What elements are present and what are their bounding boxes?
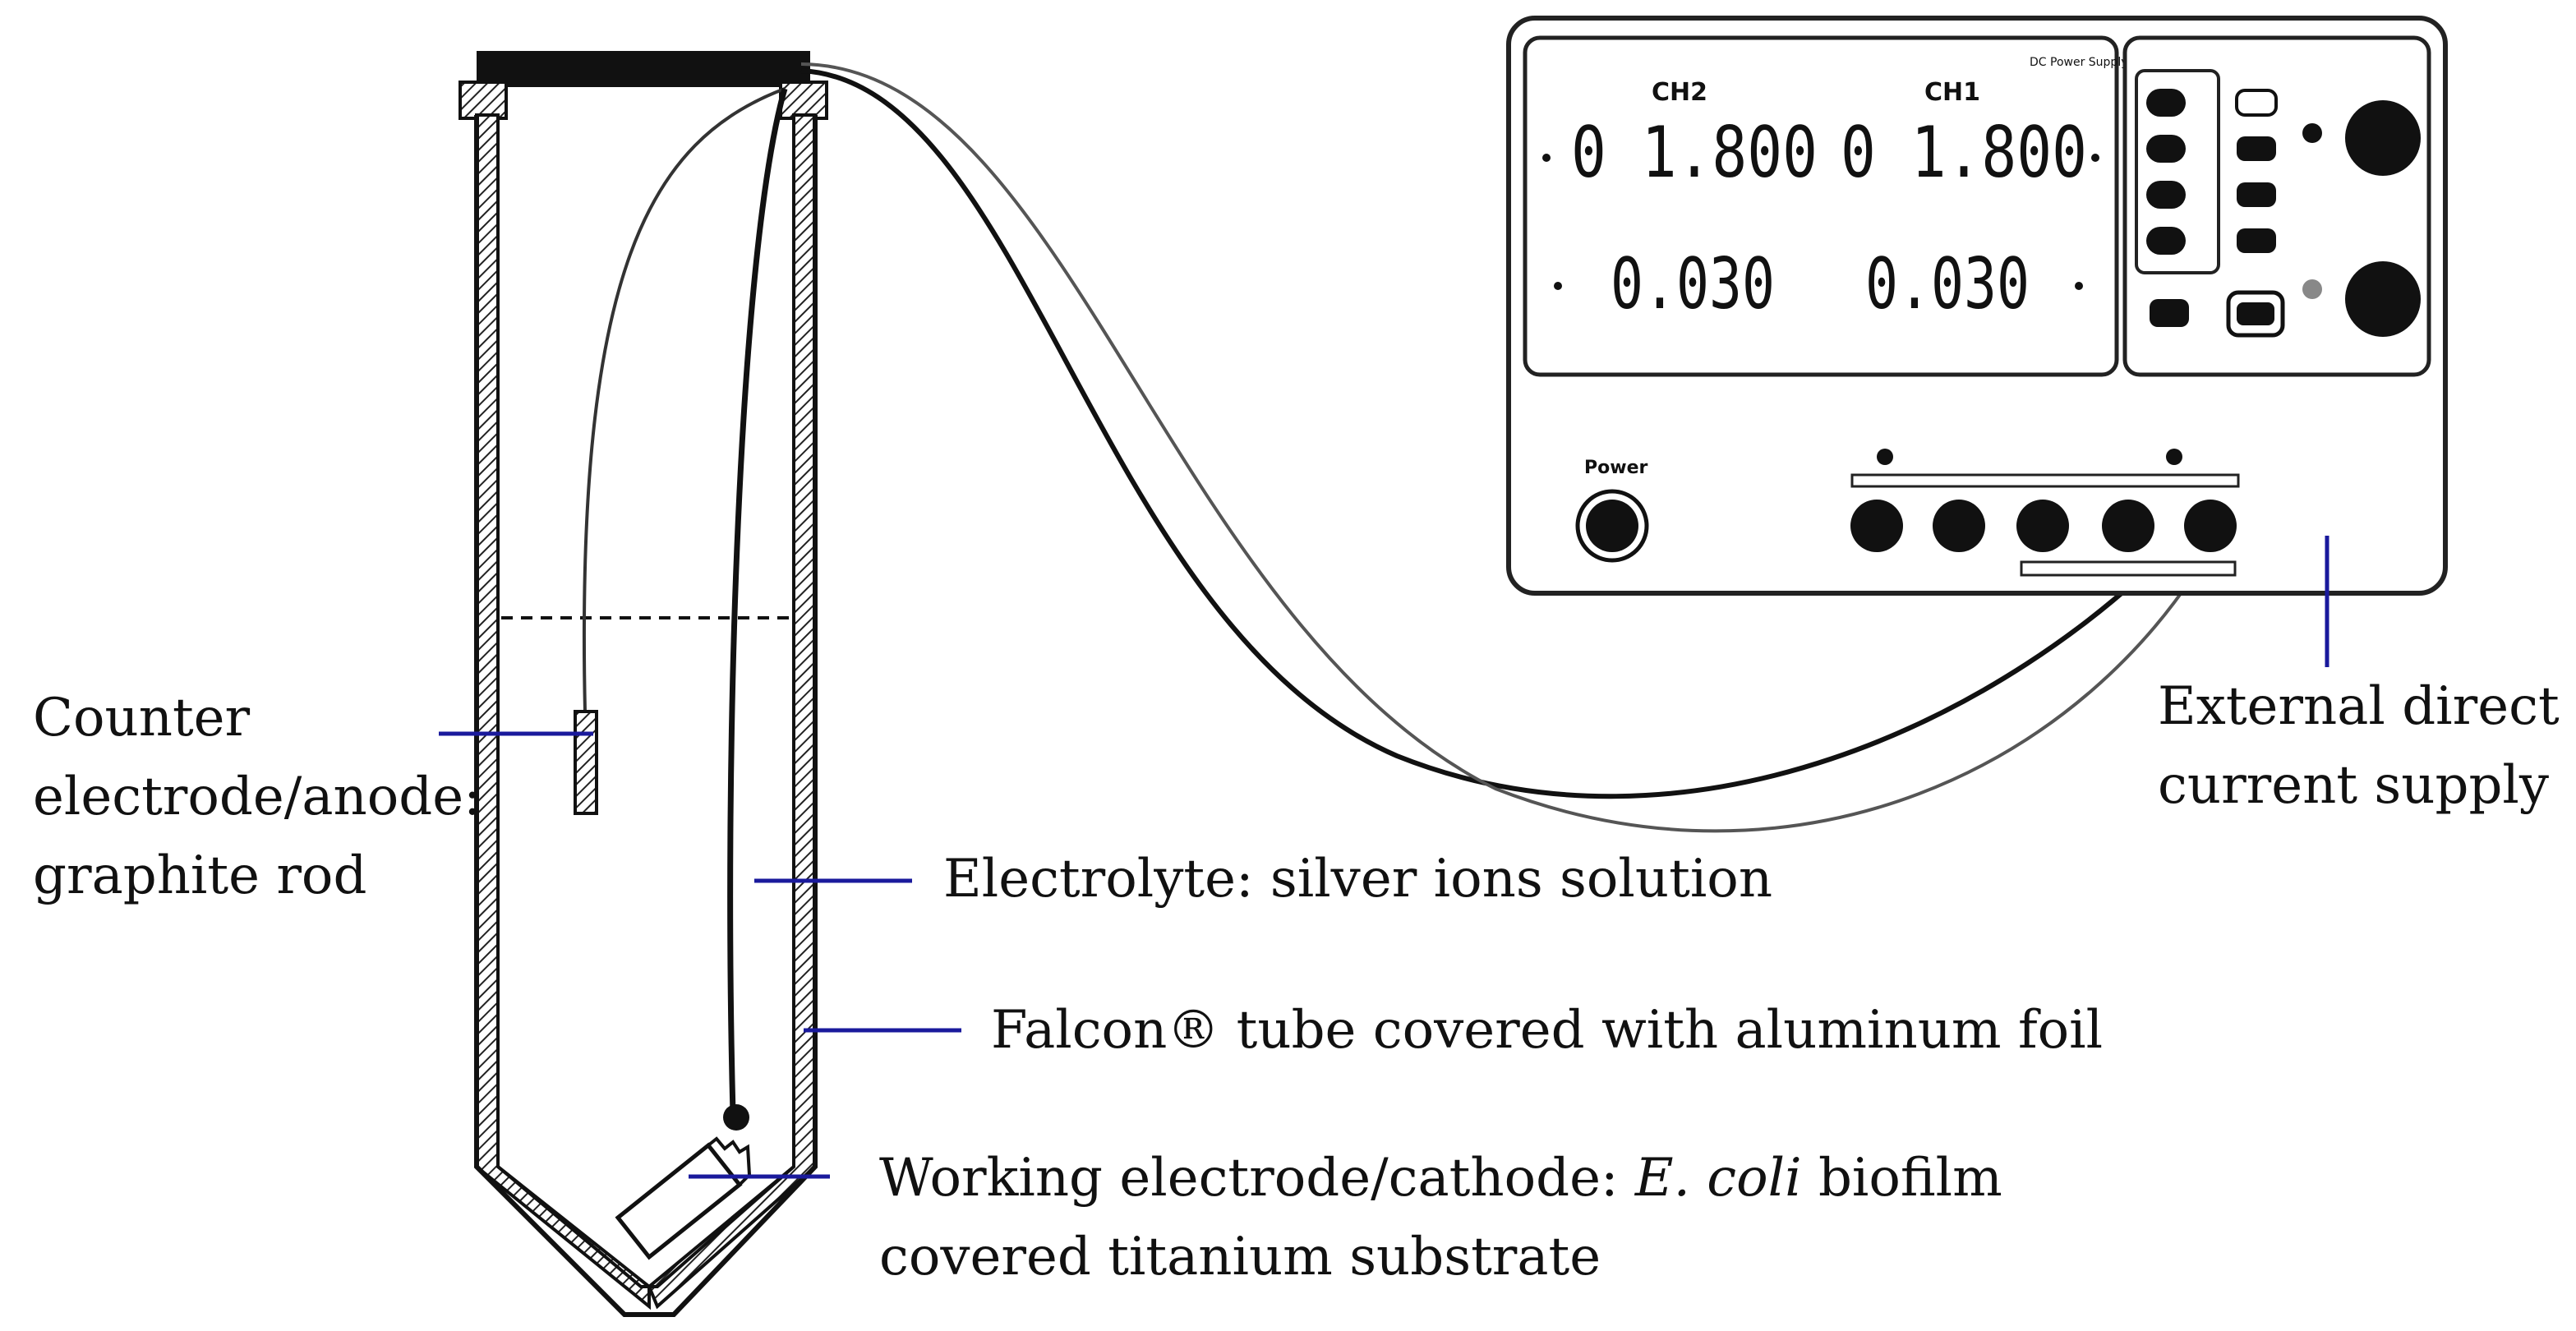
tube-cap-rim-left: [459, 81, 508, 120]
tube-cap-rim-right: [779, 81, 828, 120]
voltage-knob[interactable]: [2345, 100, 2421, 176]
working-label-line-1: Working electrode/cathode: E. coli biofi…: [879, 1139, 2002, 1218]
counter-label-line-1: Counter: [33, 688, 251, 748]
working-label-prefix: Working electrode/cathode:: [879, 1148, 1635, 1209]
working-label-species: E. coli: [1634, 1148, 1802, 1209]
power-supply-label: External direct current supply: [2158, 667, 2560, 825]
working-electrode: [615, 88, 788, 1260]
ch2-voltage-readout: 0 1.800: [1571, 112, 1818, 194]
indicator-dot: [2075, 282, 2083, 290]
indicator-dot: [1554, 282, 1562, 290]
counter-label-line-2: electrode/anode:: [33, 767, 482, 827]
terminal-ch1-positive[interactable]: [2184, 500, 2237, 552]
supply-label-line-1: External direct: [2158, 676, 2560, 737]
ch2-current-readout: 0.030: [1611, 243, 1775, 325]
tube-inner-outline: [496, 115, 795, 1288]
memory-button-4[interactable]: [2146, 227, 2186, 255]
cable-thin: [800, 62, 2220, 833]
power-supply: DC Power Supply CH2 CH1 0 1.800 0 1.800 …: [1506, 16, 2448, 596]
output-button[interactable]: [2150, 299, 2189, 327]
terminal-ch1-negative[interactable]: [2102, 500, 2154, 552]
memory-button-2[interactable]: [2146, 135, 2186, 163]
terminal-led-ch1: [2166, 449, 2182, 465]
ch1-current-readout: 0.030: [1865, 243, 2030, 325]
electrode-clip: [723, 1104, 749, 1131]
status-led-2: [2302, 279, 2322, 299]
working-electrode-label: Working electrode/cathode: E. coli biofi…: [879, 1139, 2002, 1296]
function-button-2[interactable]: [2237, 136, 2276, 161]
status-led: [2302, 123, 2322, 143]
cables: [800, 62, 2220, 833]
ch1-voltage-readout: 0 1.800: [1841, 112, 2087, 194]
counter-electrode-label: Counter electrode/anode: graphite rod: [33, 679, 482, 915]
brand-text: DC Power Supply: [2030, 56, 2128, 69]
terminal-strip: [1850, 473, 2240, 488]
function-button-4[interactable]: [2237, 228, 2276, 253]
working-label-line-2: covered titanium substrate: [879, 1227, 1601, 1287]
tube-cap: [477, 51, 810, 87]
memory-button-group: [2135, 69, 2220, 274]
falcon-tube: [459, 51, 828, 1317]
power-label: Power: [1584, 458, 1647, 478]
power-button-inner: [1586, 500, 1638, 552]
memory-button-3[interactable]: [2146, 181, 2186, 209]
pointer-lines: [439, 536, 2329, 1179]
terminal-led-ch2: [1877, 449, 1893, 465]
counter-electrode-wire: [582, 87, 786, 712]
working-label-suffix: biofilm: [1801, 1148, 2002, 1209]
terminal-ground[interactable]: [2016, 500, 2069, 552]
current-knob[interactable]: [2345, 261, 2421, 337]
counter-label-line-3: graphite rod: [33, 845, 367, 906]
function-button-1[interactable]: [2235, 89, 2278, 117]
terminal-ch2-positive[interactable]: [1933, 500, 1985, 552]
terminal-label-strip: [2020, 560, 2237, 577]
ch2-label: CH2: [1652, 78, 1707, 107]
lock-button-inner: [2237, 302, 2274, 325]
electrolyte-label: Electrolyte: silver ions solution: [943, 849, 1773, 910]
working-electrode-wire: [727, 88, 788, 1115]
tube-label: Falcon® tube covered with aluminum foil: [991, 1000, 2104, 1061]
terminal-ch2-negative[interactable]: [1850, 500, 1903, 552]
indicator-dot: [1542, 154, 1551, 162]
tube-outline: [474, 115, 818, 1317]
indicator-dot: [2091, 154, 2099, 162]
supply-label-line-2: current supply: [2158, 755, 2550, 816]
counter-electrode: [574, 87, 786, 815]
memory-button-1[interactable]: [2146, 89, 2186, 117]
ch1-label: CH1: [1924, 78, 1980, 107]
tube-wall: [475, 113, 817, 1310]
substrate-edge: [707, 1136, 752, 1186]
graphite-rod: [574, 710, 598, 815]
cable-thick: [800, 68, 2188, 799]
function-button-3[interactable]: [2237, 182, 2276, 207]
display-panel: [1523, 35, 2119, 377]
